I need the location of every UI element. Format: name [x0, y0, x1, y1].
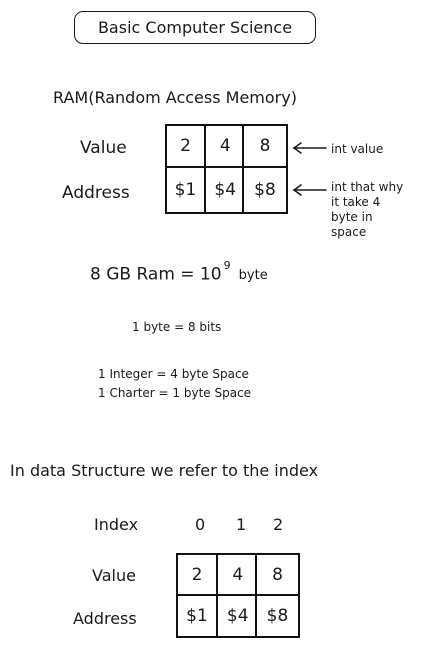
value-cell-2: 2 [176, 553, 218, 596]
ds-heading: In data Structure we refer to the index [10, 461, 319, 480]
address-cell-2: $1 [176, 593, 218, 638]
address-label: Address [62, 183, 130, 203]
char-space: 1 Charter = 1 byte Space [98, 386, 252, 400]
note-int-size-2: it take 4 [331, 195, 381, 209]
integer-space: 1 Integer = 4 byte Space [98, 367, 249, 381]
value-cell-2: 4 [215, 553, 260, 596]
byte-bits: 1 byte = 8 bits [132, 320, 222, 334]
ram-table: 2 4 8 $1 $4 $8 [165, 124, 288, 214]
index-0: 0 [195, 515, 206, 534]
title-box: Basic Computer Science [74, 11, 316, 44]
note-int-size-1: int that why [331, 180, 404, 194]
index-label: Index [94, 515, 139, 534]
index-2: 2 [273, 515, 284, 534]
note-int-size-4: space [331, 225, 367, 239]
ram-size-exponent: 9 [223, 259, 231, 272]
ram-heading: RAM(Random Access Memory) [53, 88, 297, 107]
address-cell: $8 [242, 165, 288, 214]
ram-size-suffix: byte [238, 268, 268, 284]
value-label-2: Value [92, 566, 136, 585]
page-title: Basic Computer Science [97, 18, 293, 37]
address-cell-2: $4 [215, 593, 260, 638]
ram-size-prefix: 8 GB Ram = 10 [90, 264, 222, 285]
address-cell: $1 [165, 165, 206, 214]
note-int-value: int value [331, 142, 384, 156]
address-cell-2: $8 [255, 593, 300, 638]
index-1: 1 [236, 515, 247, 534]
note-int-size-3: byte in [331, 210, 373, 224]
arrow-int-size-head [292, 184, 302, 196]
index-table: 2 4 8 $1 $4 $8 [176, 553, 300, 638]
address-label-2: Address [73, 609, 137, 628]
arrow-int-value-head [292, 142, 302, 154]
value-cell-2: 8 [255, 553, 300, 596]
value-cell: 2 [165, 124, 206, 168]
value-label: Value [80, 138, 127, 158]
address-cell: $4 [203, 165, 247, 214]
